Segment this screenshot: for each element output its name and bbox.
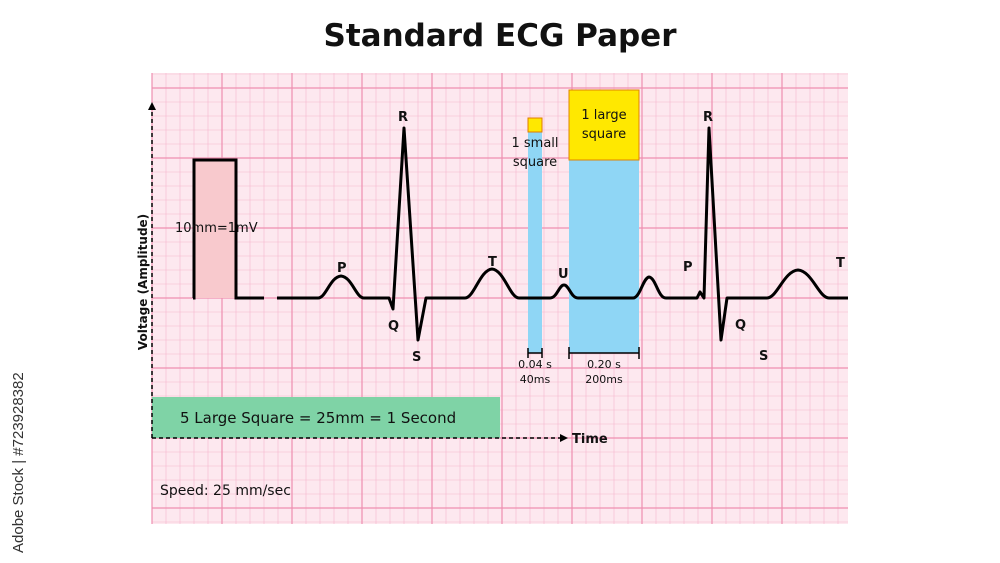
large-square-interval xyxy=(569,160,639,353)
duration-banner xyxy=(152,397,500,438)
r-wave-label: R xyxy=(398,110,408,125)
small-square-duration-ms: 40ms xyxy=(520,373,551,386)
y-axis-label: Voltage (Amplitude) xyxy=(136,214,150,350)
large-square-dimension xyxy=(568,347,640,359)
t-wave-label-2: T xyxy=(836,256,845,271)
s-wave-label: S xyxy=(412,350,421,365)
u-wave-label: U xyxy=(558,267,569,282)
calibration-pulse xyxy=(192,158,264,300)
large-square-duration-s: 0.20 s xyxy=(587,358,621,371)
small-square-duration-s: 0.04 s xyxy=(518,358,552,371)
page-title: Standard ECG Paper xyxy=(323,18,677,54)
large-square-duration-ms: 200ms xyxy=(585,373,623,386)
ecg-trace xyxy=(277,126,848,342)
watermark-text: Adobe Stock | #723928382 xyxy=(10,372,27,553)
s-wave-label-2: S xyxy=(759,349,768,364)
large-square-highlight xyxy=(568,89,640,161)
calibration-label: 10mm=1mV xyxy=(175,221,258,236)
small-square-marker xyxy=(527,117,543,133)
q-wave-label: Q xyxy=(388,319,399,334)
r-wave-label-2: R xyxy=(703,110,713,125)
small-square-label-line1: 1 small xyxy=(511,136,558,151)
p-wave-label-2: P xyxy=(683,260,693,275)
small-square-label-line2: square xyxy=(513,155,557,170)
calibration-pulse-fill xyxy=(194,160,236,298)
small-square-dimension xyxy=(527,348,543,358)
banner-text: 5 Large Square = 25mm = 1 Second xyxy=(180,409,456,427)
large-square-label-line2: square xyxy=(582,127,626,142)
large-square-label-line1: 1 large xyxy=(581,108,626,123)
x-axis-label: Time xyxy=(572,432,608,447)
q-wave-label-2: Q xyxy=(735,318,746,333)
speed-label: Speed: 25 mm/sec xyxy=(160,483,291,499)
p-wave-label: P xyxy=(337,261,347,276)
t-wave-label: T xyxy=(488,255,497,270)
